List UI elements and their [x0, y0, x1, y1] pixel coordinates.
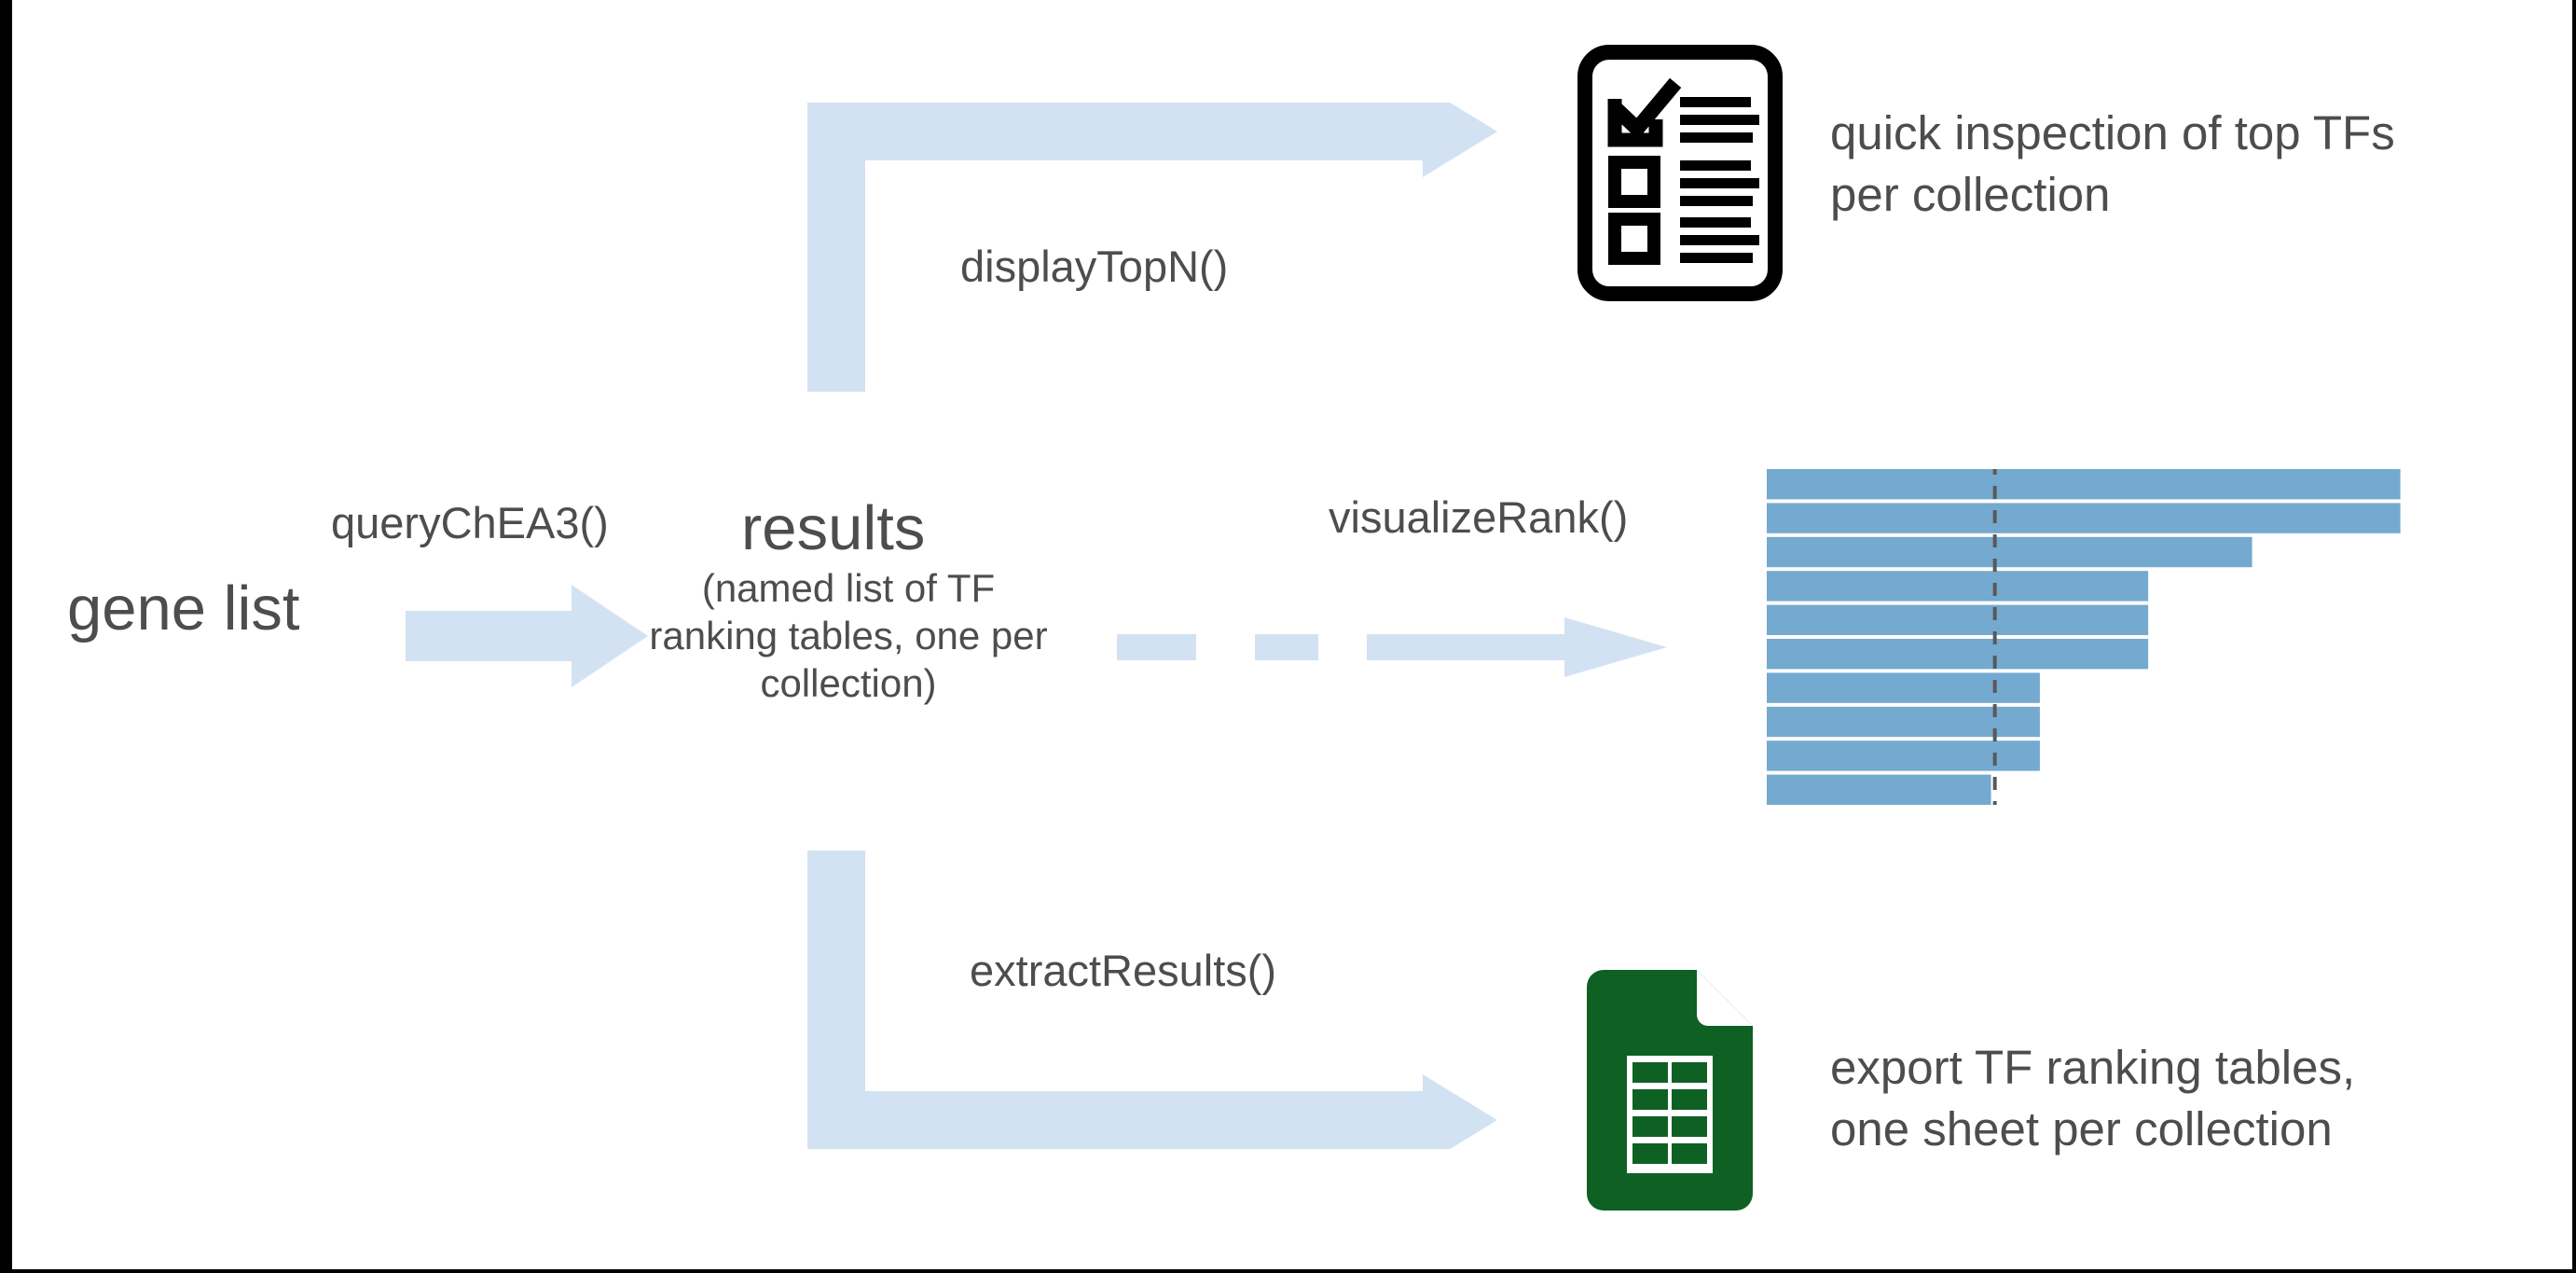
edge-label-visualizerank: visualizeRank() [1329, 492, 1629, 542]
frame-right-border [2572, 0, 2576, 1273]
bar [1767, 469, 2401, 500]
bar [1767, 503, 2401, 533]
display-topn-elbow-arrow [807, 103, 1497, 392]
node-gene-list: gene list [67, 574, 300, 643]
extract-results-elbow-arrow [807, 851, 1497, 1149]
edge-label-querychea3: queryChEA3() [331, 498, 609, 547]
bar [1767, 536, 2252, 568]
bar [1767, 774, 1991, 805]
bar [1767, 639, 2149, 670]
visualize-rank-dashed-arrow [1117, 617, 1667, 692]
bar [1767, 740, 2040, 771]
node-results-detail: (named list of TF ranking tables, one pe… [649, 566, 1048, 706]
horizontal-bar-chart [1767, 462, 2419, 812]
caption-export-tables: export TF ranking tables, one sheet per … [1830, 1041, 2356, 1156]
frame-bottom-border [0, 1269, 2576, 1273]
edge-label-extractresults: extractResults() [970, 946, 1277, 995]
node-results: results [741, 493, 926, 563]
bar [1767, 604, 2149, 635]
checklist-document-icon [1577, 45, 1783, 306]
caption-quick-inspection: quick inspection of top TFs per collecti… [1830, 106, 2395, 222]
query-arrow [406, 585, 648, 687]
green-spreadsheet-icon [1587, 970, 1769, 1222]
bar [1767, 571, 2149, 602]
frame-left-border [0, 0, 12, 1273]
bar [1767, 672, 2040, 703]
bar [1767, 706, 2040, 738]
edge-label-displaytopn: displayTopN() [960, 242, 1229, 291]
